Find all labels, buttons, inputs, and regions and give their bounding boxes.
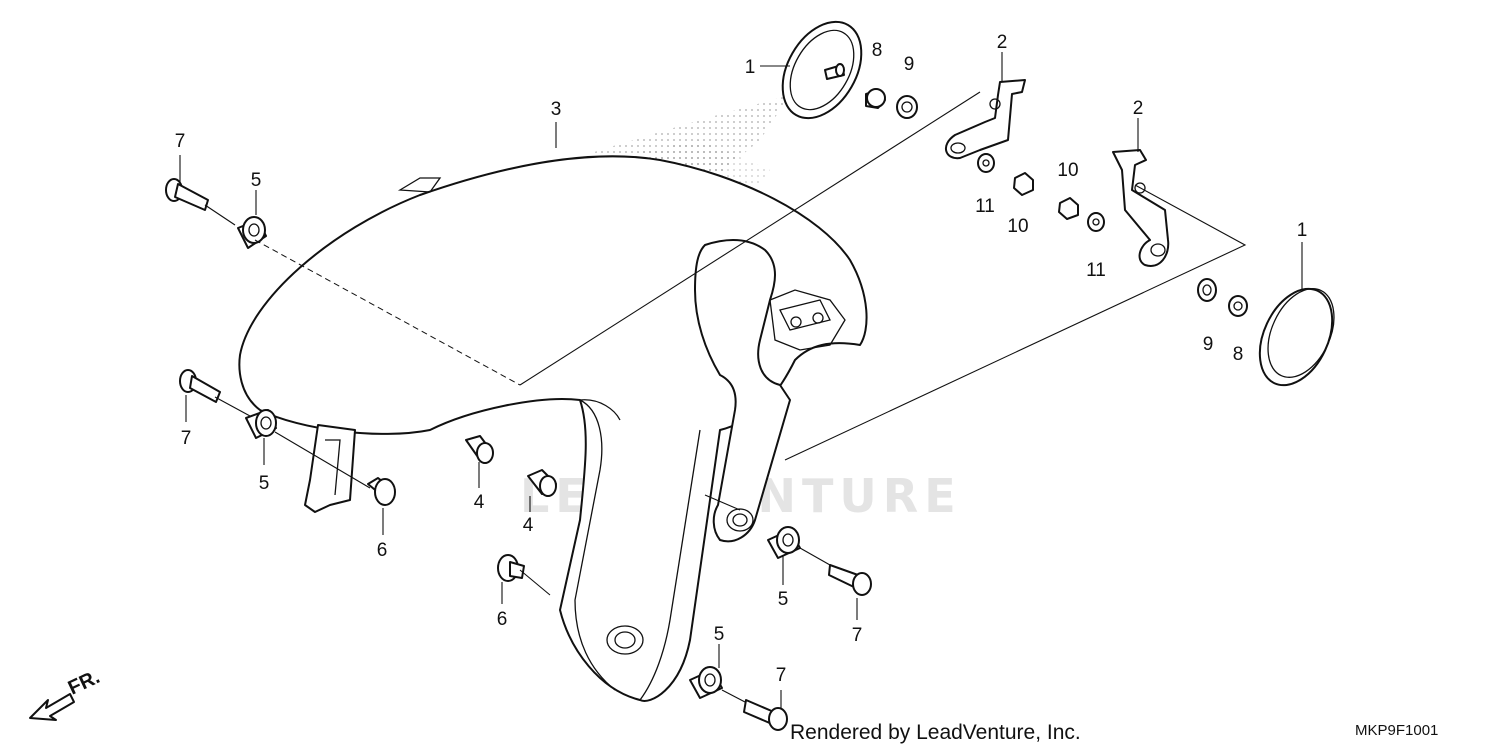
collar-4-b bbox=[527, 469, 557, 497]
footer-credit: Rendered by LeadVenture, Inc. bbox=[790, 721, 1081, 744]
emblem-top bbox=[781, 20, 863, 120]
bolt-7-bottom-right bbox=[828, 564, 872, 596]
collar-6-mid bbox=[497, 554, 525, 582]
collar-4-a bbox=[465, 435, 494, 464]
callout-8-top: 8 bbox=[872, 40, 883, 61]
callout-1-top: 1 bbox=[745, 57, 756, 78]
callout-5-bottom-right: 5 bbox=[778, 589, 789, 610]
nut-10-top bbox=[1013, 172, 1034, 196]
callout-5-bottom-mid: 5 bbox=[714, 624, 725, 645]
bolt-7-bottom-mid bbox=[743, 699, 788, 731]
callout-4-a: 4 bbox=[474, 492, 485, 513]
callout-7-mid-left: 7 bbox=[181, 428, 192, 449]
callout-9-top: 9 bbox=[904, 54, 915, 75]
callout-7-bottom-mid: 7 bbox=[776, 665, 787, 686]
grommet-5-bottom-right bbox=[767, 526, 801, 559]
front-direction-indicator: FR. bbox=[29, 666, 103, 721]
callout-5-mid-left: 5 bbox=[259, 473, 270, 494]
bolt-7-top-left bbox=[165, 178, 209, 211]
grommet-9-right bbox=[1197, 278, 1217, 302]
front-arrow-icon bbox=[29, 693, 75, 721]
assembly-lines bbox=[204, 91, 1247, 703]
callout-9-right: 9 bbox=[1203, 334, 1214, 355]
callout-7-top-left: 7 bbox=[175, 131, 186, 152]
callout-1-right: 1 bbox=[1297, 220, 1308, 241]
callout-4-b: 4 bbox=[523, 515, 534, 536]
callout-3: 3 bbox=[551, 99, 562, 120]
bolt-7-mid-left bbox=[179, 369, 221, 403]
emblem-right bbox=[1258, 287, 1335, 387]
collar-8-top bbox=[865, 88, 886, 109]
callout-11-b: 11 bbox=[1086, 260, 1106, 281]
callout-7-bottom-right: 7 bbox=[852, 625, 863, 646]
diagram-code: MKP9F1001 bbox=[1355, 722, 1438, 739]
stay-right bbox=[1112, 149, 1170, 267]
collar-8-right bbox=[1228, 295, 1248, 317]
callout-6-mid: 6 bbox=[497, 609, 508, 630]
callout-11-a: 11 bbox=[975, 196, 995, 217]
washer-11-right bbox=[1087, 212, 1105, 232]
washer-11-top bbox=[977, 153, 995, 173]
callout-10-b: 10 bbox=[1007, 216, 1028, 237]
grommet-5-top-left bbox=[237, 216, 267, 249]
callout-labels: 1 1 2 2 3 4 4 5 5 5 5 6 6 7 7 7 7 8 8 9 … bbox=[175, 32, 1308, 686]
grommet-5-mid-left bbox=[245, 409, 277, 439]
nut-10-right bbox=[1058, 197, 1079, 220]
stay-top bbox=[945, 79, 1026, 160]
callout-2-right: 2 bbox=[1133, 98, 1144, 119]
front-fender bbox=[238, 155, 868, 702]
callout-8-right: 8 bbox=[1233, 344, 1244, 365]
callout-6-left: 6 bbox=[377, 540, 388, 561]
callout-10-a: 10 bbox=[1057, 160, 1078, 181]
callout-2-top: 2 bbox=[997, 32, 1008, 53]
grommet-9-top bbox=[896, 95, 918, 119]
grommet-5-bottom-mid bbox=[689, 666, 723, 699]
callout-leaders bbox=[179, 52, 1303, 708]
collar-6-left bbox=[367, 477, 396, 506]
callout-5-top-left: 5 bbox=[251, 170, 262, 191]
